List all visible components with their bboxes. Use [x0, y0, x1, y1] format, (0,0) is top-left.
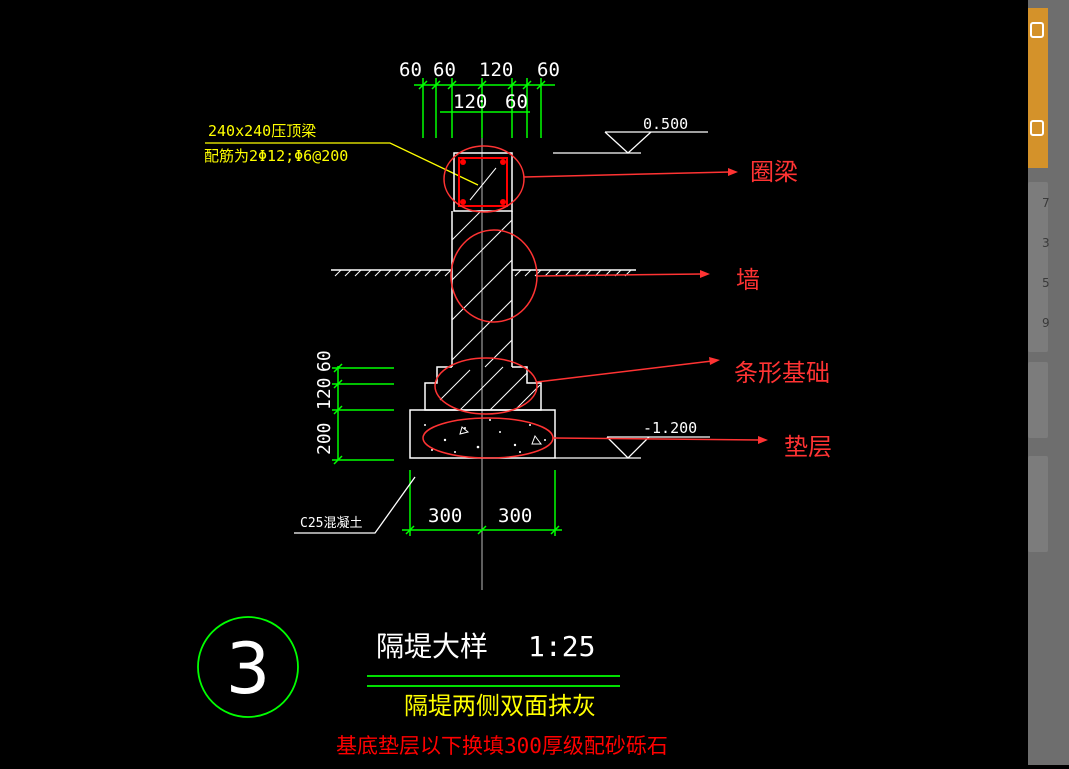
cushion-highlight-circle — [422, 417, 554, 459]
side-card[interactable] — [1028, 456, 1048, 552]
footing-highlight-circle — [434, 357, 538, 415]
left-dim-120: 120 — [314, 377, 335, 410]
cad-canvas: 60 60 120 60 120 60 240x240压顶梁 配筋为2Φ12;Φ… — [197, 59, 832, 758]
elevation-marker-bottom — [555, 436, 710, 459]
promo-banner[interactable] — [1028, 8, 1048, 168]
annotation-wall: 墙 — [736, 266, 760, 294]
concrete-leader-line — [294, 476, 416, 534]
rebar-dots — [460, 159, 506, 205]
beam-arrow-line — [523, 171, 731, 178]
wall-arrow-head — [700, 270, 710, 278]
beam-leader-line — [205, 142, 479, 186]
elevation-top-label: 0.500 — [643, 115, 688, 133]
aggregate-mark — [459, 426, 470, 435]
bottom-dimension-lines — [402, 470, 562, 536]
foundation-section-drawing: 60 60 120 60 120 60 240x240压顶梁 配筋为2Φ12;Φ… — [197, 59, 832, 758]
detail-number: 3 — [226, 628, 271, 710]
beam-arrow-head — [728, 168, 738, 176]
ring-beam-rebar — [458, 157, 508, 207]
top-dim-2: 60 — [433, 59, 456, 81]
concrete-label: C25混凝土 — [300, 515, 362, 531]
bottom-dim-left: 300 — [428, 505, 462, 527]
side-card[interactable] — [1028, 362, 1048, 438]
side-number: 9 — [1042, 316, 1050, 330]
note-plaster: 隔堤两侧双面抹灰 — [404, 692, 596, 720]
detail-title: 隔堤大样 — [376, 630, 488, 663]
side-card[interactable] — [1028, 182, 1048, 352]
side-number: 5 — [1042, 276, 1050, 290]
side-number: 3 — [1042, 236, 1050, 250]
detail-number-circle — [197, 616, 299, 718]
top-dim-6: 60 — [505, 91, 528, 113]
ring-beam — [453, 152, 513, 212]
detail-scale: 1:25 — [528, 630, 595, 663]
cushion-arrow-line — [552, 437, 761, 441]
bottom-dim-right: 300 — [498, 505, 532, 527]
beam-rebar-label: 配筋为2Φ12;Φ6@200 — [204, 147, 348, 165]
left-dim-60: 60 — [314, 350, 335, 372]
left-dimension-lines — [332, 363, 394, 465]
top-dim-4: 60 — [537, 59, 560, 81]
side-number: 7 — [1042, 196, 1050, 210]
elevation-bottom-label: -1.200 — [643, 419, 697, 437]
top-dimension-lines — [414, 78, 555, 138]
cushion-speckle — [424, 419, 546, 453]
annotation-cushion: 垫层 — [784, 433, 832, 461]
beam-label: 240x240压顶梁 — [208, 122, 316, 140]
elevation-marker-top — [553, 131, 708, 154]
annotation-strip-footing: 条形基础 — [734, 359, 830, 387]
strip-footing — [424, 366, 542, 411]
wall-arrow-line — [535, 273, 703, 277]
side-panel: 7 3 5 9 — [1028, 0, 1069, 765]
footing-arrow-line — [536, 360, 713, 383]
footing-arrow-head — [709, 357, 720, 365]
footing-hatch — [439, 366, 541, 411]
top-dim-3: 120 — [479, 59, 513, 81]
chat-icon — [1030, 22, 1044, 38]
annotation-ring-beam: 圈梁 — [750, 158, 798, 186]
beam-highlight-circle — [443, 145, 525, 213]
note-backfill: 基底垫层以下换填300厚级配砂砾石 — [336, 734, 668, 758]
beam-hatch — [469, 167, 497, 201]
top-dim-5: 120 — [453, 91, 487, 113]
top-dim-1: 60 — [399, 59, 422, 81]
cushion-arrow-head — [758, 436, 768, 444]
gift-icon — [1030, 120, 1044, 136]
wall-highlight-circle — [450, 229, 538, 323]
left-dim-200: 200 — [314, 422, 335, 455]
aggregate-mark — [531, 434, 542, 445]
